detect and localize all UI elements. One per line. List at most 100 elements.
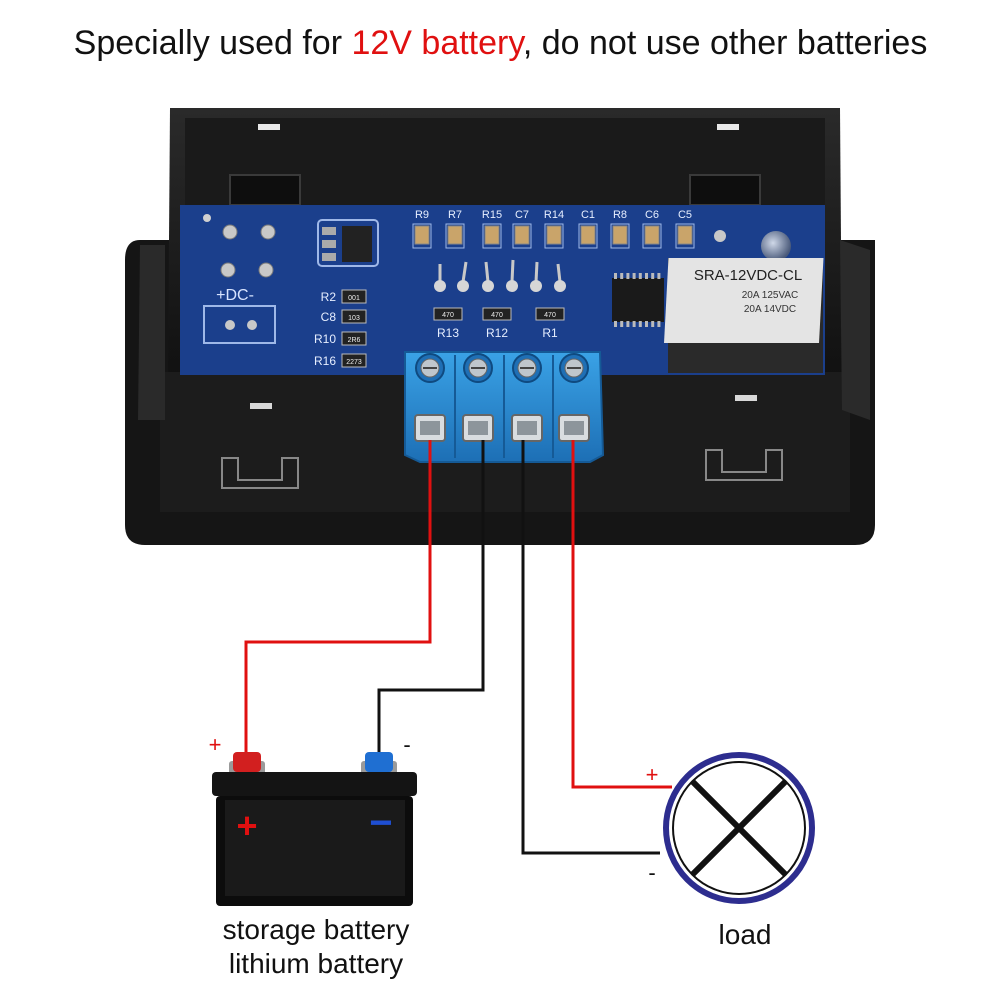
pcb-bottom-label: R12 xyxy=(486,326,508,340)
pcb-regulator-outline xyxy=(317,219,379,267)
pcb-chip-code: 2R6 xyxy=(348,337,361,344)
pcb-pin-header xyxy=(434,259,566,292)
pcb-resistor-code: 470 xyxy=(491,312,503,319)
case-slot xyxy=(258,124,280,130)
pcb-smd-part xyxy=(514,225,530,245)
pcb-smd-outline xyxy=(412,223,432,249)
pcb-capacitor xyxy=(761,231,791,261)
pcb-smd-part xyxy=(341,331,367,346)
pcb-smd-part xyxy=(341,309,367,324)
pcb-left-label: R2 xyxy=(321,290,337,304)
case-slot xyxy=(717,124,739,130)
wire-load-negative xyxy=(521,440,660,855)
pcb-smd-part xyxy=(447,225,463,245)
pcb-resistor xyxy=(433,307,463,321)
pcb-smd-part xyxy=(484,225,500,245)
pcb-smd-part xyxy=(677,225,693,245)
battery-caption: storage battery lithium battery xyxy=(196,913,436,981)
pcb-smd-part xyxy=(414,225,430,245)
heading-suffix: , do not use other batteries xyxy=(522,24,928,62)
terminal-block xyxy=(404,351,605,463)
load-inner-ring xyxy=(672,761,806,895)
wires xyxy=(244,440,672,855)
battery-body-plus: + xyxy=(236,805,257,846)
pcb-smd-part xyxy=(546,225,562,245)
pcb-smd-part xyxy=(644,225,660,245)
relay-model-label: SRA-12VDC-CL xyxy=(694,267,802,284)
case-clip-window xyxy=(705,449,783,481)
pcb-smd-outline xyxy=(482,223,502,249)
pcb-resistor xyxy=(535,307,565,321)
pcb-top-label: R7 xyxy=(448,209,462,221)
terminal-clamp-opening xyxy=(564,421,584,435)
pcb-top-label: C6 xyxy=(645,209,659,221)
battery-minus-sign: - xyxy=(403,732,410,757)
pcb-chip-code: 001 xyxy=(348,295,360,302)
pcb-left-label: R10 xyxy=(314,332,336,346)
terminal-clamp-opening xyxy=(420,421,440,435)
pcb-hole xyxy=(220,262,236,278)
pcb-dc-outline xyxy=(203,305,276,344)
battery-lid xyxy=(212,772,417,796)
pcb-top-label: R15 xyxy=(482,209,502,221)
pcb-smd-part xyxy=(580,225,596,245)
load-minus-sign: - xyxy=(648,860,655,885)
pcb-left-label: C8 xyxy=(321,310,337,324)
pcb-smd-outline xyxy=(544,223,564,249)
case-clip xyxy=(229,174,301,206)
pcb-smd-outline xyxy=(675,223,695,249)
pcb-top-label: C5 xyxy=(678,209,692,221)
pcb-hole xyxy=(203,214,211,222)
battery-negative-terminal xyxy=(365,752,393,772)
pcb-left-label: R16 xyxy=(314,354,336,368)
heading-prefix: Specially used for xyxy=(73,24,352,62)
heading: Specially used for 12V battery, do not u… xyxy=(0,24,1001,63)
pcb-hole xyxy=(260,224,276,240)
load-cross-line xyxy=(689,778,789,878)
pcb-top-label: R8 xyxy=(613,209,627,221)
case-wing xyxy=(840,240,870,420)
wire-load-positive xyxy=(571,440,672,789)
pcb-hole xyxy=(247,320,257,330)
wire-battery-positive xyxy=(244,440,432,757)
pcb-smd-outline xyxy=(642,223,662,249)
terminal-clamp-opening xyxy=(517,421,537,435)
pcb-smd-outline xyxy=(578,223,598,249)
pcb-ic-chip xyxy=(612,273,664,327)
case-slot xyxy=(250,403,272,409)
terminal-clamp-opening xyxy=(468,421,488,435)
load-caption: load xyxy=(718,919,772,950)
pcb-smd-part xyxy=(341,289,367,304)
pcb-resistor-code: 470 xyxy=(442,312,454,319)
pcb-resistor-code: 470 xyxy=(544,312,556,319)
battery-caption-line1: storage battery xyxy=(222,914,410,945)
pcb-smd-outline xyxy=(610,223,630,249)
pcb-smd-outline xyxy=(512,223,532,249)
pcb-pad xyxy=(322,227,336,235)
pcb-regulator xyxy=(342,226,372,262)
battery: + - + − xyxy=(209,732,417,906)
pcb-relay: SRA-12VDC-CL 20A 125VAC 20A 14VDC xyxy=(664,258,824,373)
pcb-top-label: C7 xyxy=(515,209,529,221)
battery-body-minus: − xyxy=(369,801,392,845)
battery-caption-line2: lithium battery xyxy=(228,948,404,979)
relay-rating-1: 20A 125VAC xyxy=(742,290,799,301)
pcb-pad xyxy=(322,240,336,248)
case-wing xyxy=(138,245,165,420)
pcb-smd-outline xyxy=(445,223,465,249)
relay-rating-2: 20A 14VDC xyxy=(744,304,796,315)
pcb-bottom-label: R13 xyxy=(437,326,459,340)
pcb-bottom-label: R1 xyxy=(542,326,558,340)
case-clip xyxy=(689,174,761,206)
load-plus-sign: + xyxy=(646,762,659,787)
pcb-smd-part xyxy=(341,353,367,368)
pcb-top-label: R9 xyxy=(415,209,429,221)
pcb-dc-label: +DC- xyxy=(216,287,254,304)
pcb-hole xyxy=(222,224,238,240)
pcb-hole xyxy=(225,320,235,330)
